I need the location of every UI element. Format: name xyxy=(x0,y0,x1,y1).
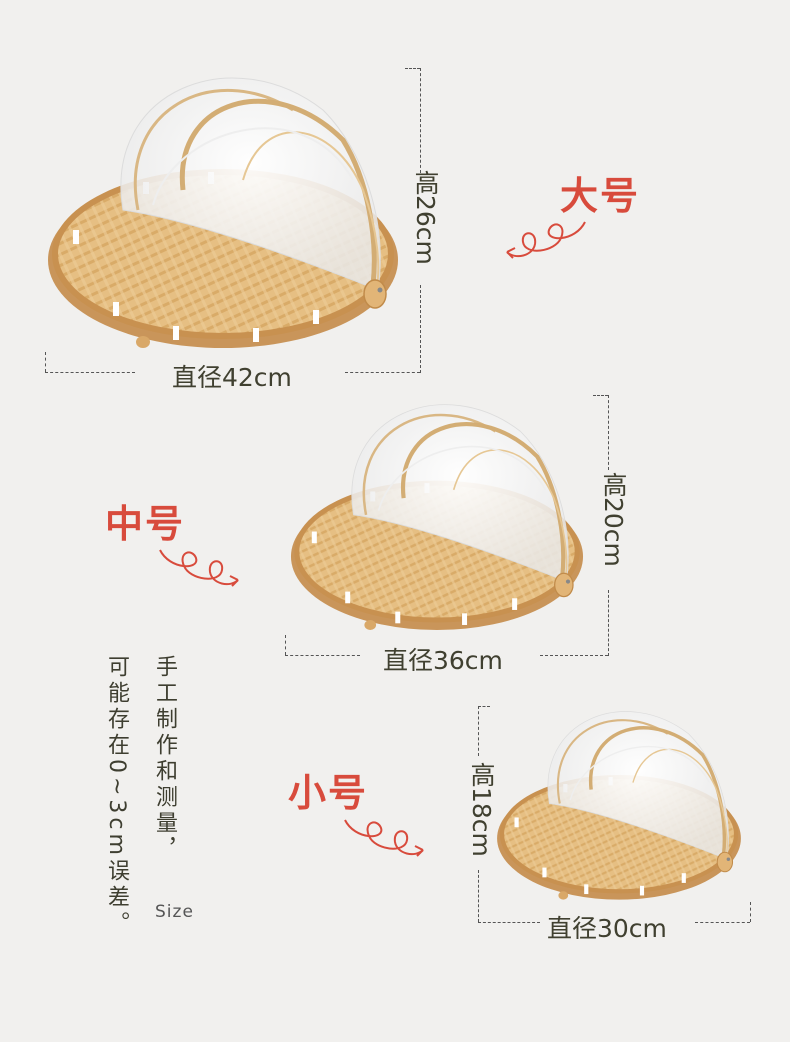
large-size-label: 大号 xyxy=(560,174,641,218)
medium-swirl-arrow xyxy=(159,549,239,587)
medium-basket-image xyxy=(283,398,591,640)
small-diameter-line-left xyxy=(478,922,540,923)
small-basket-image xyxy=(490,706,748,908)
large-height-line-bottom xyxy=(420,285,421,373)
note-size-tag: Size xyxy=(155,902,194,922)
small-size-label: 小号 xyxy=(288,771,369,815)
small-diameter-tick-right xyxy=(750,902,751,922)
large-diameter-label: 直径42cm xyxy=(172,363,292,392)
medium-size-label: 中号 xyxy=(105,502,186,546)
large-diameter-line-right xyxy=(345,372,420,373)
note-line-2: 可能存在0~3cm误差。 xyxy=(104,655,129,937)
large-height-label: 高26cm xyxy=(411,170,440,265)
small-height-line-bottom xyxy=(478,870,479,922)
large-basket-image xyxy=(38,70,408,360)
large-diameter-tick-left xyxy=(45,352,46,372)
medium-diameter-line-left xyxy=(285,655,360,656)
small-diameter-line-right xyxy=(695,922,750,923)
medium-height-label: 高20cm xyxy=(599,472,628,567)
medium-height-line-bottom xyxy=(608,590,609,656)
large-swirl-arrow xyxy=(506,221,586,259)
medium-diameter-tick-left xyxy=(285,635,286,655)
medium-diameter-line-right xyxy=(540,655,608,656)
small-height-label: 高18cm xyxy=(467,762,496,857)
small-height-line xyxy=(478,706,479,756)
medium-diameter-label: 直径36cm xyxy=(383,646,503,675)
large-height-line xyxy=(420,68,421,173)
note-line-1: 手工制作和测量， xyxy=(152,655,177,863)
small-swirl-arrow xyxy=(344,819,424,857)
medium-height-tick xyxy=(593,395,608,396)
small-height-tick xyxy=(478,706,490,707)
medium-height-line xyxy=(608,395,609,470)
large-height-tick xyxy=(405,68,420,69)
small-diameter-label: 直径30cm xyxy=(547,914,667,943)
large-diameter-line-left xyxy=(45,372,135,373)
